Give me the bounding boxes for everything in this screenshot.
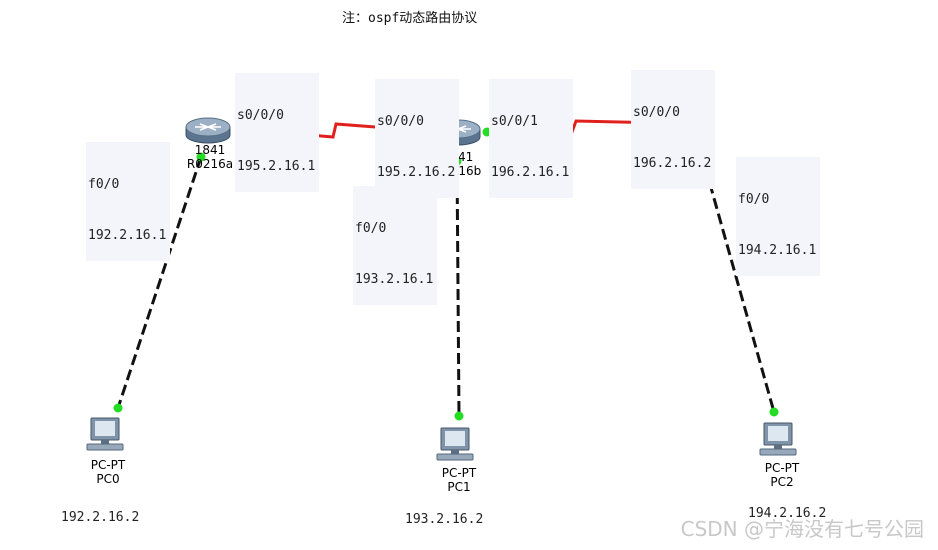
interface-name: s0/0/1 [491,114,538,129]
interface-label-b-s001: s0/0/1 196.2.16.1 [489,79,574,198]
ethernet-link-c-pc2[interactable] [699,151,776,413]
pc-icon[interactable] [759,422,797,456]
watermark: CSDN @宁海没有七号公园 [680,517,924,541]
pc0-ip: 192.2.16.2 [61,510,140,525]
interface-ip: 195.2.16.2 [377,165,456,180]
interface-name: f0/0 [738,192,770,207]
router-a-label[interactable]: 1841 R0216a [170,143,250,171]
pc1-label[interactable]: PC-PT PC1 [419,466,499,494]
pc1-ip: 193.2.16.2 [405,512,484,527]
port-status-dot [769,407,779,417]
pc-icon[interactable] [436,427,474,461]
router-model: 1841 [194,143,226,157]
pc-type: PC-PT [441,466,477,480]
diagram-title: 注：ospf动态路由协议 [342,11,478,26]
pc-type: PC-PT [764,461,800,475]
port-status-dot [196,152,206,162]
ethernet-link-a-pc0[interactable] [116,156,203,409]
interface-name: s0/0/0 [633,105,680,120]
pc-name: PC1 [447,480,471,494]
interface-name: f0/0 [88,177,120,192]
interface-ip: 196.2.16.1 [491,165,570,180]
interface-ip: 193.2.16.1 [355,272,434,287]
interface-ip: 192.2.16.1 [88,228,167,243]
pc0-label[interactable]: PC-PT PC0 [68,458,148,486]
interface-name: s0/0/0 [237,108,284,123]
interface-name: f0/0 [355,221,387,236]
pc-name: PC0 [96,472,120,486]
pc-name: PC2 [770,475,794,489]
ethernet-link-b-pc1[interactable] [455,160,461,417]
pc-icon[interactable] [86,417,124,451]
interface-name: s0/0/0 [377,114,424,129]
pc2-label[interactable]: PC-PT PC2 [742,461,822,489]
interface-label-b-f00: f0/0 193.2.16.1 [353,186,438,305]
interface-label-c-f00: f0/0 194.2.16.1 [736,157,821,276]
interface-label-a-s000: s0/0/0 195.2.16.1 [235,73,320,192]
interface-ip: 196.2.16.2 [633,156,712,171]
router-name: R0216a [186,157,234,171]
pc2-ip: 194.2.16.2 [748,506,827,521]
interface-label-a-f00: f0/0 192.2.16.1 [86,142,171,261]
port-status-dot [113,403,123,413]
router-icon[interactable] [185,117,231,144]
interface-label-c-s000: s0/0/0 196.2.16.2 [631,70,716,189]
port-status-dot [454,411,464,421]
interface-label-b-s000: s0/0/0 195.2.16.2 [375,79,460,198]
interface-ip: 195.2.16.1 [237,159,316,174]
interface-ip: 194.2.16.1 [738,243,817,258]
pc-type: PC-PT [90,458,126,472]
